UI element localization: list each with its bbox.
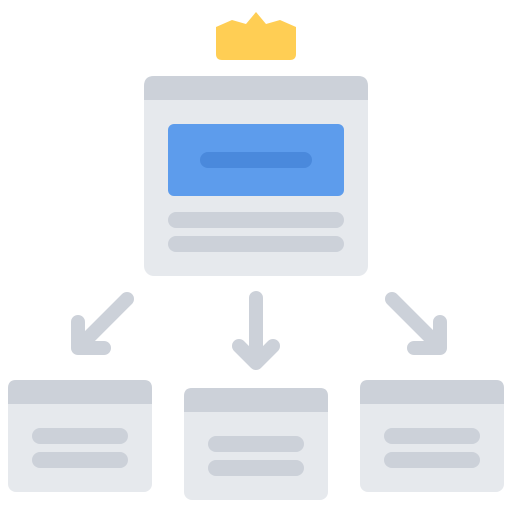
main-window-text-line	[168, 236, 344, 252]
arrow-down-left-icon	[71, 292, 134, 355]
main-window-hero-bar	[200, 152, 312, 168]
child-window-text-line	[32, 428, 128, 444]
child-window-text-line	[384, 452, 480, 468]
child-window-header	[360, 380, 504, 404]
arrow-down-right-icon	[385, 292, 447, 355]
child-window-header	[184, 388, 328, 412]
main-window	[144, 76, 368, 276]
main-window-text-line	[168, 212, 344, 228]
child-window-center	[184, 388, 328, 500]
child-window-right	[360, 380, 504, 492]
arrow-down-icon	[232, 291, 280, 370]
child-window-text-line	[208, 436, 304, 452]
main-window-header	[144, 76, 368, 100]
crown-icon	[216, 12, 296, 60]
child-window-text-line	[208, 460, 304, 476]
child-window-text-line	[32, 452, 128, 468]
child-window-left	[8, 380, 152, 492]
child-window-text-line	[384, 428, 480, 444]
child-window-header	[8, 380, 152, 404]
